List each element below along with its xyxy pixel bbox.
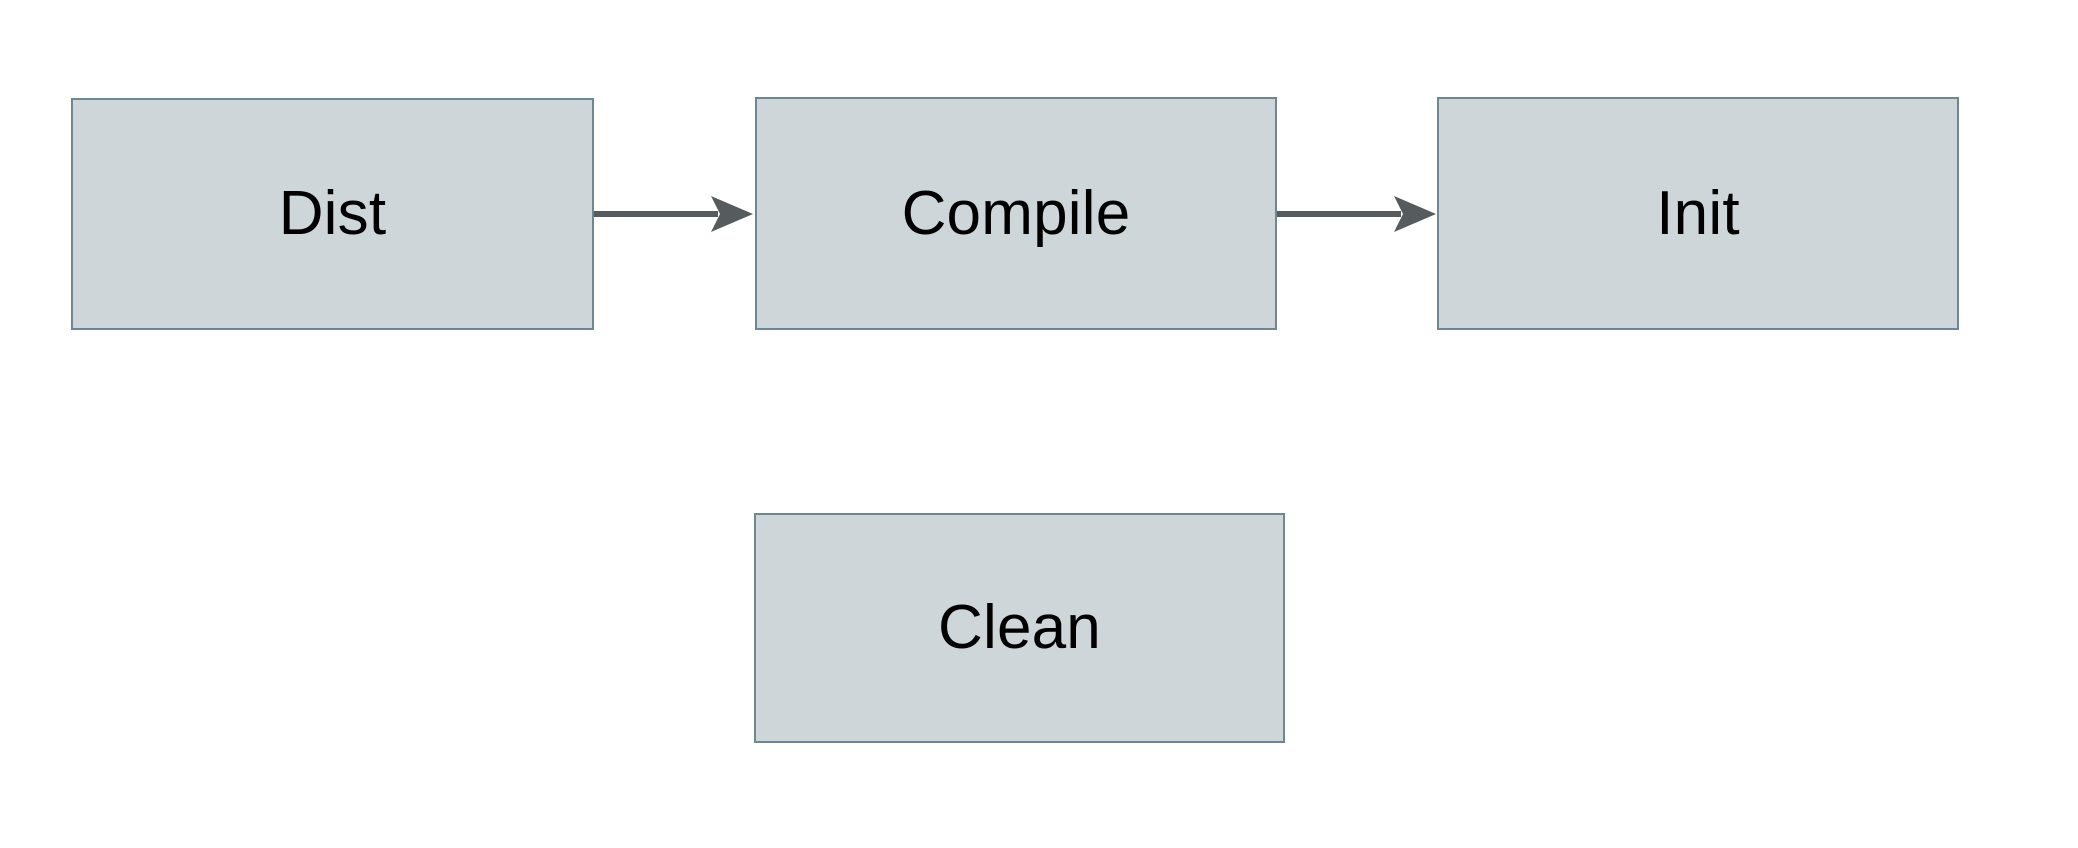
node-init-label: Init [1656,178,1740,248]
node-init[interactable]: Init [1437,97,1959,330]
edge-compile-to-init[interactable] [1277,190,1439,240]
arrow-dist-to-compile-icon [594,196,753,232]
node-dist[interactable]: Dist [71,98,594,330]
node-dist-label: Dist [278,179,387,248]
arrow-compile-to-init-icon [1277,196,1436,232]
node-compile-label: Compile [901,178,1131,248]
node-clean-label: Clean [938,593,1101,662]
edge-dist-to-compile[interactable] [594,190,756,240]
node-clean[interactable]: Clean [754,513,1285,743]
node-compile[interactable]: Compile [755,97,1277,330]
